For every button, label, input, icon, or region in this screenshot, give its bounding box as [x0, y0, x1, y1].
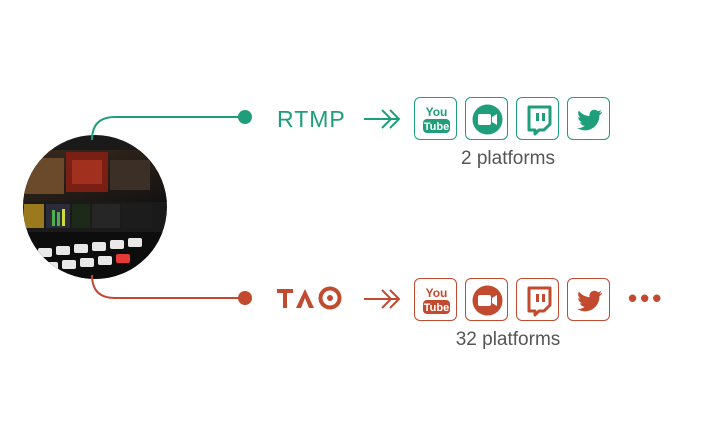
- tao-platform-count: 32 platforms: [455, 329, 561, 350]
- rtmp-twitch-icon: [516, 97, 559, 140]
- tao-zoom-icon: [465, 278, 508, 321]
- rtmp-connector-dot: [238, 110, 252, 124]
- more-platforms-ellipsis: •••: [628, 283, 665, 313]
- rtmp-youtube-icon: You Tube: [414, 97, 457, 140]
- tao-twitter-icon: [567, 278, 610, 321]
- tao-twitch-icon: [516, 278, 559, 321]
- device-photo: [23, 135, 167, 279]
- svg-text:Tube: Tube: [424, 302, 449, 314]
- svg-text:Tube: Tube: [424, 121, 449, 133]
- tao-connector-line: [91, 274, 245, 299]
- rtmp-platform-count: 2 platforms: [461, 148, 555, 169]
- tao-logo: [277, 286, 342, 310]
- tao-connector-dot: [238, 291, 252, 305]
- svg-text:You: You: [426, 286, 448, 300]
- rtmp-twitter-icon: [567, 97, 610, 140]
- rtmp-zoom-icon: [465, 97, 508, 140]
- tao-double-chevron-arrow-icon: [364, 289, 401, 309]
- rtmp-double-chevron-arrow-icon: [364, 109, 401, 129]
- tao-youtube-icon: You Tube: [414, 278, 457, 321]
- rtmp-connector-line: [91, 116, 245, 141]
- svg-text:You: You: [426, 105, 448, 119]
- rtmp-label: RTMP: [277, 106, 346, 132]
